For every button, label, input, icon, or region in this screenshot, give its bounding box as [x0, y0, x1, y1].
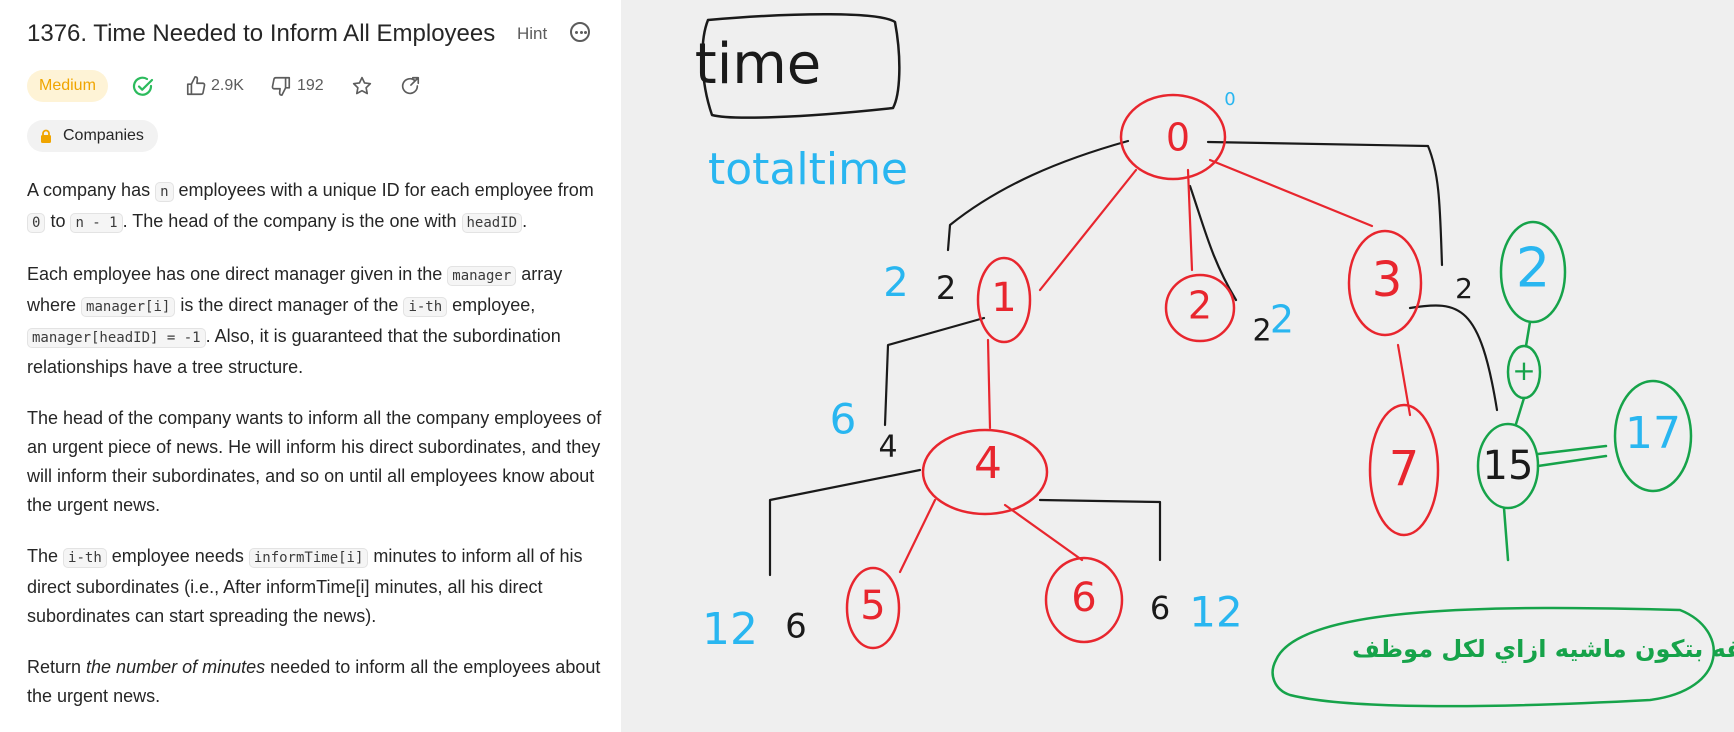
- accumulated-time-label: 12: [702, 604, 758, 655]
- sum-operand-b: 15: [1483, 443, 1534, 489]
- hint-button[interactable]: Hint: [517, 24, 548, 43]
- time-label: time: [695, 32, 822, 97]
- share-icon[interactable]: [399, 75, 421, 97]
- description-paragraph-1: A company has n employees with a unique …: [27, 180, 594, 233]
- problem-description: A company has n employees with a unique …: [27, 176, 607, 732]
- accumulated-time-label: 2: [1270, 298, 1294, 342]
- node-label: 4: [974, 438, 1002, 489]
- sum-result: 17: [1625, 408, 1681, 459]
- edge-time-label: 2: [936, 269, 956, 307]
- thumbs-up-icon[interactable]: [185, 75, 207, 97]
- edge-time-label: 4: [878, 430, 897, 465]
- description-paragraph-3: The head of the company wants to inform …: [27, 408, 602, 515]
- node-label: 2: [1188, 284, 1212, 328]
- accumulated-time-label: 2: [883, 260, 908, 306]
- node-label: 6: [1071, 575, 1096, 621]
- arabic-note: الطريقه بتكون ماشيه ازاي لكل موظف: [1352, 635, 1734, 663]
- node-label: 7: [1389, 441, 1420, 497]
- solved-check-icon: [132, 76, 154, 96]
- edge-time-label: 2: [1455, 272, 1473, 305]
- description-paragraph-5: Return the number of minutes needed to i…: [27, 657, 601, 706]
- description-paragraph-4: The i-th employee needs informTime[i] mi…: [27, 546, 583, 626]
- node-label: 0: [1166, 116, 1190, 160]
- star-icon[interactable]: [351, 75, 373, 97]
- edge-time-label: 6: [785, 607, 807, 647]
- lock-icon: [41, 129, 51, 143]
- node-label: 1: [991, 275, 1016, 321]
- problem-panel: 1376. Time Needed to Inform All Employee…: [0, 0, 621, 732]
- red-edges: [898, 158, 1412, 574]
- node-label: 5: [860, 583, 885, 629]
- meta-row: Medium 2.9K 192: [27, 70, 607, 104]
- companies-label: Companies: [63, 127, 144, 144]
- total-time-label: totaltime: [708, 144, 908, 195]
- dislikes-count: 192: [297, 77, 324, 94]
- whiteboard-panel: time totaltime 0 1 2 3 4 5 6 7 0 2 2 2 4…: [621, 0, 1734, 732]
- sum-operand-a: 2: [1516, 237, 1550, 300]
- sum-operator: +: [1512, 354, 1535, 387]
- node-label: 3: [1372, 252, 1403, 308]
- more-options-icon[interactable]: [570, 22, 590, 42]
- problem-title: 1376. Time Needed to Inform All Employee…: [27, 20, 496, 47]
- red-nodes: [845, 93, 1440, 650]
- title-row: 1376. Time Needed to Inform All Employee…: [27, 20, 602, 50]
- difficulty-badge: Medium: [27, 70, 108, 102]
- black-edges: [768, 139, 1499, 577]
- time-box: [701, 13, 901, 119]
- likes-count: 2.9K: [211, 77, 244, 94]
- whiteboard-canvas[interactable]: time totaltime 0 1 2 3 4 5 6 7 0 2 2 2 4…: [621, 0, 1734, 732]
- accumulated-time-label: 12: [1189, 588, 1242, 637]
- companies-tag[interactable]: Companies: [27, 120, 158, 152]
- root-time-label: 0: [1224, 89, 1235, 110]
- edge-time-label: 2: [1252, 314, 1271, 349]
- green-sum-drawing: [1271, 220, 1715, 708]
- thumbs-down-icon[interactable]: [270, 75, 292, 97]
- accumulated-time-label: 6: [830, 395, 857, 444]
- edge-time-label: 6: [1150, 589, 1170, 627]
- description-paragraph-2: Each employee has one direct manager giv…: [27, 264, 563, 377]
